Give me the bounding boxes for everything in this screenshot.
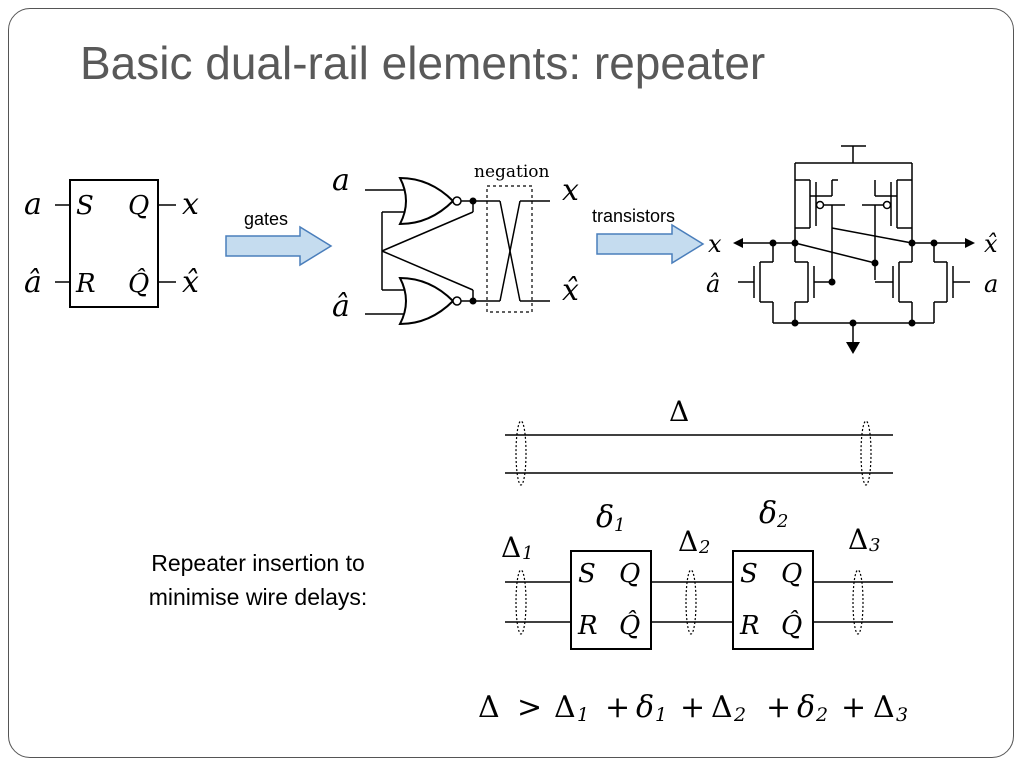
latch-pin-q: Q xyxy=(128,191,149,221)
svg-text:>: > xyxy=(517,690,542,725)
gate-input-a: a xyxy=(332,163,350,198)
gate-output-x: x xyxy=(562,173,579,208)
repeater1-pin-q-hat: Q̂ xyxy=(619,610,640,641)
gate-input-a-hat: â xyxy=(332,289,350,324)
gates-label: gates xyxy=(244,209,288,229)
svg-text:+: + xyxy=(680,690,705,725)
caption-line-1: Repeater insertion to xyxy=(151,550,365,576)
svg-text:2: 2 xyxy=(698,537,710,558)
repeater-delay-2: δ 2 xyxy=(759,496,788,532)
latch-pin-s: S xyxy=(76,191,94,221)
svg-text:Δ: Δ xyxy=(678,525,698,558)
repeater2-pin-q: Q xyxy=(781,559,802,589)
negation-label: negation xyxy=(474,162,550,182)
svg-text:2: 2 xyxy=(776,511,788,532)
svg-text:3: 3 xyxy=(869,535,880,556)
long-wire xyxy=(505,420,893,486)
total-wire-delay: Δ xyxy=(669,395,689,428)
latch-output-x: x xyxy=(182,187,199,222)
svg-text:Δ: Δ xyxy=(848,523,868,556)
junction-dot xyxy=(469,297,477,305)
repeater2-pin-r: R xyxy=(739,611,760,641)
slide-frame xyxy=(8,8,1014,758)
output-arrow-icon xyxy=(733,238,743,248)
repeater-delay-1: δ 1 xyxy=(596,500,625,536)
svg-text:Δ: Δ xyxy=(478,690,500,725)
gates-arrow-icon xyxy=(225,225,333,267)
repeater1-pin-r: R xyxy=(577,611,598,641)
svg-text:2: 2 xyxy=(815,704,828,726)
svg-text:1: 1 xyxy=(522,543,533,564)
repeater2-pin-s: S xyxy=(740,559,758,589)
svg-text:1: 1 xyxy=(655,704,667,726)
repeater2-pin-q-hat: Q̂ xyxy=(781,610,802,641)
ground-arrow-icon xyxy=(846,342,860,354)
repeated-wire xyxy=(505,550,893,650)
transistors-label: transistors xyxy=(592,206,675,226)
svg-text:δ: δ xyxy=(636,690,654,725)
svg-text:1: 1 xyxy=(577,704,589,726)
latch-pin-q-hat: Q̂ xyxy=(128,268,149,299)
transistor-input-a: a xyxy=(984,270,998,298)
svg-text:+: + xyxy=(841,690,866,725)
svg-text:1: 1 xyxy=(614,515,625,536)
svg-text:δ: δ xyxy=(596,500,614,535)
segment-delay-1: Δ 1 xyxy=(501,531,533,564)
transistors-arrow-icon xyxy=(596,223,705,265)
svg-text:δ: δ xyxy=(759,496,777,531)
output-arrow-icon xyxy=(965,238,975,248)
repeater1-pin-q: Q xyxy=(619,559,640,589)
transistor-junctions xyxy=(769,239,938,327)
svg-text:3: 3 xyxy=(896,704,908,726)
transistor-input-a-hat: â xyxy=(706,270,720,298)
segment-delay-2: Δ 2 xyxy=(678,525,710,558)
svg-text:Δ: Δ xyxy=(554,690,576,725)
repeater1-pin-s: S xyxy=(578,559,596,589)
latch-input-a: a xyxy=(24,187,42,222)
transistor-output-x: x xyxy=(708,230,722,258)
svg-text:+: + xyxy=(766,690,791,725)
svg-text:Δ: Δ xyxy=(711,690,733,725)
segment-delay-3: Δ 3 xyxy=(848,523,880,556)
svg-text:+: + xyxy=(605,690,630,725)
svg-text:2: 2 xyxy=(733,704,746,726)
latch-input-a-hat: â xyxy=(24,265,42,300)
svg-text:Δ: Δ xyxy=(873,690,895,725)
latch-output-x-hat: x̂ xyxy=(182,265,199,300)
nor-gate-circuit xyxy=(365,176,550,326)
latch-block xyxy=(55,179,176,308)
svg-text:Δ: Δ xyxy=(501,531,521,564)
delay-inequality: Δ > Δ 1 + δ 1 + Δ 2 + δ 2 + Δ 3 xyxy=(478,690,908,726)
gate-output-x-hat: x̂ xyxy=(562,273,579,308)
junction-dot xyxy=(469,197,477,205)
svg-text:δ: δ xyxy=(797,690,815,725)
latch-pin-r: R xyxy=(75,269,96,299)
caption: Repeater insertion to minimise wire dela… xyxy=(108,546,408,614)
transistor-output-x-hat: x̂ xyxy=(984,230,998,258)
slide-title: Basic dual-rail elements: repeater xyxy=(80,37,766,89)
caption-line-2: minimise wire delays: xyxy=(148,584,368,610)
